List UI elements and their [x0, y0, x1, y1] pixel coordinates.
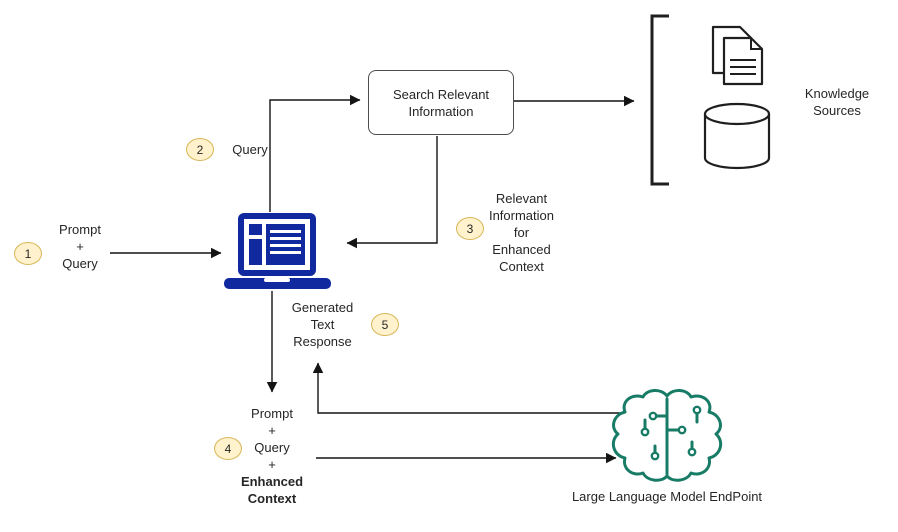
generated-text-response-label: Generated Text Response	[291, 300, 354, 349]
arrow-search-to-laptop	[346, 136, 438, 249]
relevant-information-label: Relevant Information for Enhanced Contex…	[488, 191, 555, 274]
laptop-icon	[224, 213, 331, 289]
query-label: Query	[232, 142, 268, 157]
step-badge-3: 3	[456, 217, 484, 240]
enhanced-context-label: Enhanced Context	[240, 474, 304, 506]
documents-icon	[711, 25, 764, 86]
database-cylinder-icon	[703, 102, 771, 170]
step-badge-4: 4	[214, 437, 242, 460]
step-badge-1: 1	[14, 242, 42, 265]
arrow-laptop-to-search	[269, 94, 361, 212]
llm-endpoint-label: Large Language Model EndPoint	[571, 489, 763, 504]
knowledge-sources-label: Knowledge Sources	[804, 86, 870, 118]
step-badge-5: 5	[371, 313, 399, 336]
step-badge-2: 2	[186, 138, 214, 161]
arrow-llm-to-response	[312, 362, 621, 414]
brain-circuit-icon	[611, 389, 723, 482]
search-relevant-information-node: Search Relevant Information	[368, 70, 514, 135]
knowledge-bracket	[650, 14, 669, 186]
prompt-query-plus-label: Prompt + Query +	[251, 406, 293, 472]
prompt-query-label: Prompt + Query	[59, 222, 101, 271]
